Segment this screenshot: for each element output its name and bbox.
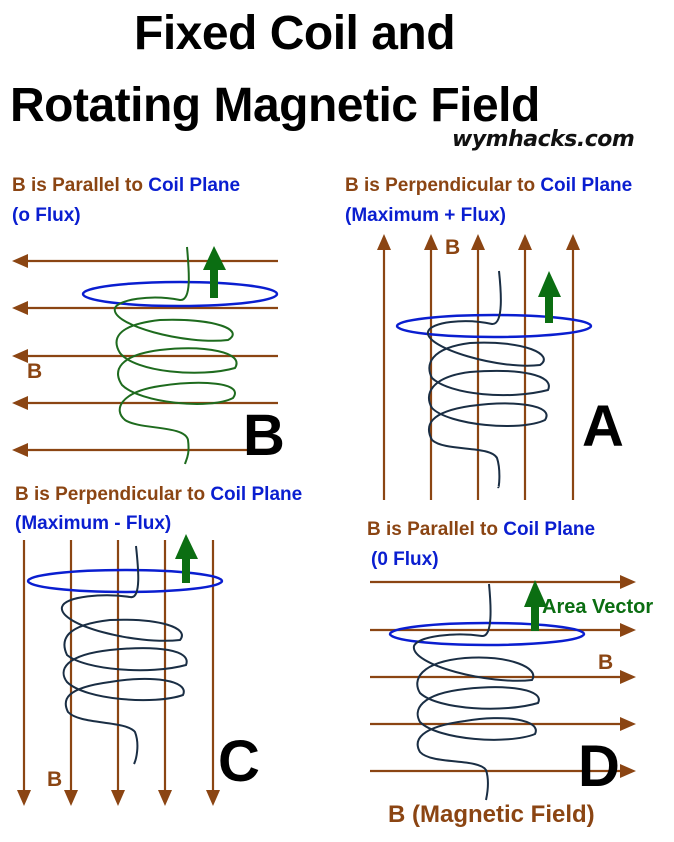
arrowhead-left (12, 349, 28, 363)
panel-b-field-arrowheads (12, 254, 28, 457)
panel-c-caption: B is Perpendicular to Coil Plane (15, 484, 302, 506)
arrowhead-left (12, 301, 28, 315)
arrowhead-down (17, 790, 31, 806)
panel-a-diagram (377, 234, 593, 500)
panel-d-area-vector-label: Area Vector (542, 596, 654, 618)
panel-b-diagram (12, 246, 279, 465)
panel-c-coil-plane (26, 568, 224, 594)
arrowhead-down (158, 790, 172, 806)
arrowhead-down (206, 790, 220, 806)
panel-d-caption-prefix: B is Parallel to (367, 519, 504, 540)
panel-b-caption: B is Parallel to Coil Plane (12, 175, 240, 197)
arrowhead-right (620, 764, 636, 778)
panel-d-flux-note: (0 Flux) (371, 549, 439, 570)
panel-b-field-label: B (27, 360, 43, 383)
arrowhead-down (111, 790, 125, 806)
panel-d-diagram (370, 575, 636, 801)
panel-a-flux-note: (Maximum + Flux) (345, 205, 506, 226)
panel-a-field-label: B (445, 236, 461, 259)
panel-d-field-lines (370, 580, 625, 773)
panel-d-coil-plane (388, 621, 586, 647)
panel-a-caption-prefix: B is Perpendicular to (345, 175, 541, 196)
panel-c-caption-prefix: B is Perpendicular to (15, 484, 211, 505)
panel-b-flux-note: (o Flux) (12, 205, 81, 226)
panel-a-caption: B is Perpendicular to Coil Plane (345, 175, 632, 197)
panel-c-letter: C (218, 729, 260, 794)
panel-a-letter: A (582, 394, 624, 459)
watermark: wymhacks.com (452, 127, 635, 152)
panel-c-field-lines (22, 540, 215, 795)
panel-d-caption: B is Parallel to Coil Plane (367, 519, 595, 541)
arrowhead-up (518, 234, 532, 250)
arrowhead-up (566, 234, 580, 250)
panel-c-area-vector (175, 534, 198, 583)
panel-a-field-arrowheads (377, 234, 580, 250)
panel-d-footer-label: B (Magnetic Field) (388, 801, 595, 828)
panel-c-coil-wire (60, 545, 188, 765)
panel-d-caption-highlight: Coil Plane (503, 519, 596, 540)
panel-b-letter: B (243, 403, 285, 468)
panel-d-area-vector (524, 580, 547, 631)
panel-d-letter: D (578, 734, 620, 799)
panel-a-area-vector (538, 271, 561, 323)
panel-c-field-arrowheads (17, 790, 220, 806)
panel-a-field-lines (382, 245, 575, 500)
panel-c-field-label: B (47, 768, 63, 791)
arrowhead-right (620, 670, 636, 684)
panel-a-caption-highlight: Coil Plane (540, 175, 633, 196)
panel-b-coil-wire (113, 246, 238, 465)
title-line-1: Fixed Coil and (134, 7, 456, 60)
arrowhead-up (424, 234, 438, 250)
panel-b-area-vector (203, 246, 226, 298)
panel-a-coil-wire (427, 270, 550, 489)
panel-c-caption-highlight: Coil Plane (210, 484, 303, 505)
arrowhead-left (12, 443, 28, 457)
panel-c-flux-note: (Maximum - Flux) (15, 513, 172, 534)
panel-b-caption-prefix: B is Parallel to (12, 175, 149, 196)
panel-a-coil-plane (395, 313, 593, 339)
panel-d-field-label: B (598, 651, 614, 674)
panel-b-coil-plane (81, 280, 279, 308)
panel-d-field-arrowheads (620, 575, 636, 778)
arrowhead-down (64, 790, 78, 806)
arrowhead-up (377, 234, 391, 250)
panel-b-caption-highlight: Coil Plane (148, 175, 241, 196)
panel-b-field-lines (24, 259, 278, 452)
arrowhead-right (620, 575, 636, 589)
title-line-2: Rotating Magnetic Field (10, 79, 540, 132)
arrowhead-up (471, 234, 485, 250)
panel-c-diagram (17, 534, 224, 806)
panel-d-coil-wire (412, 583, 540, 801)
arrowhead-left (12, 396, 28, 410)
arrowhead-right (620, 623, 636, 637)
arrowhead-left (12, 254, 28, 268)
arrowhead-right (620, 717, 636, 731)
